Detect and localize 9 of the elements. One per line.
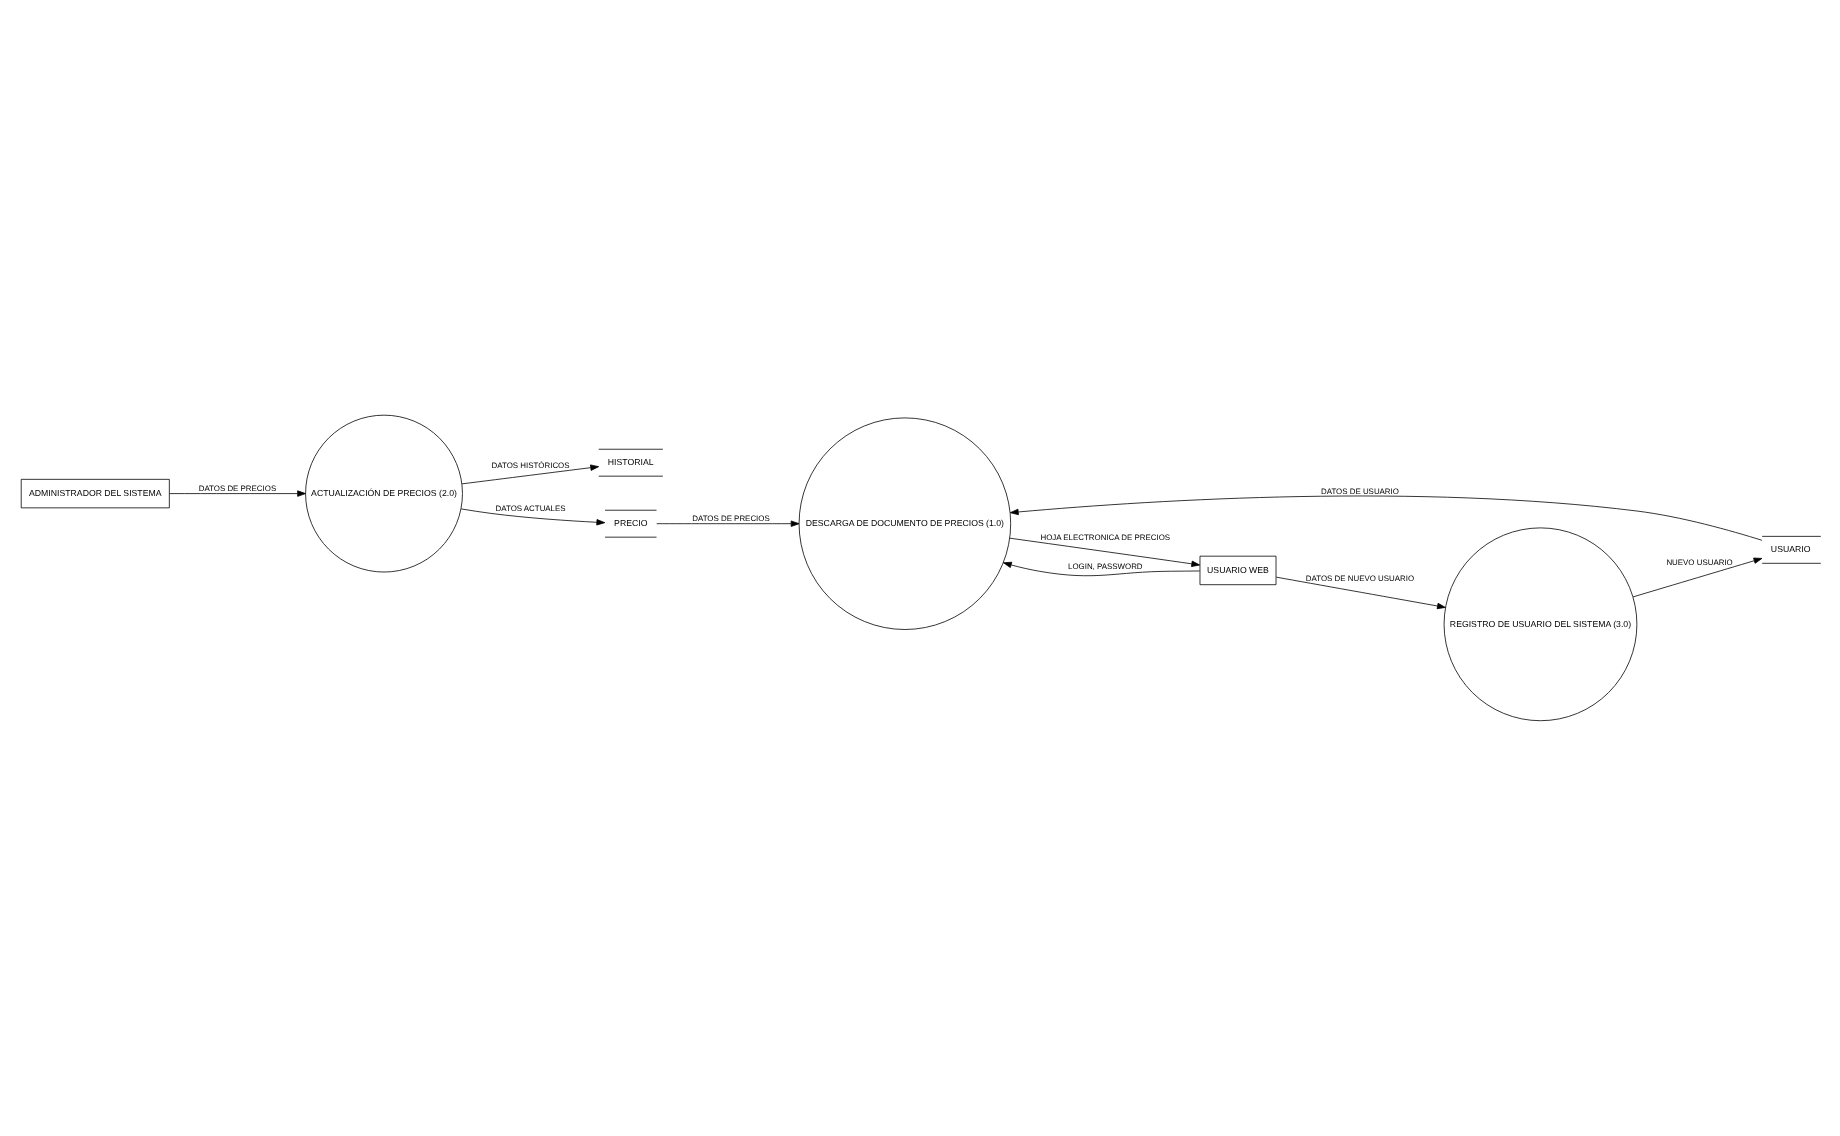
- arrow: [655, 520, 799, 527]
- arrow: [460, 464, 599, 485]
- arrow: [1631, 557, 1762, 598]
- arrow: [1008, 537, 1200, 567]
- arrow: [168, 490, 305, 497]
- arrow: [1002, 561, 1200, 577]
- arrow: [1008, 495, 1762, 541]
- arrow: [1274, 576, 1445, 610]
- arrow: [459, 508, 605, 526]
